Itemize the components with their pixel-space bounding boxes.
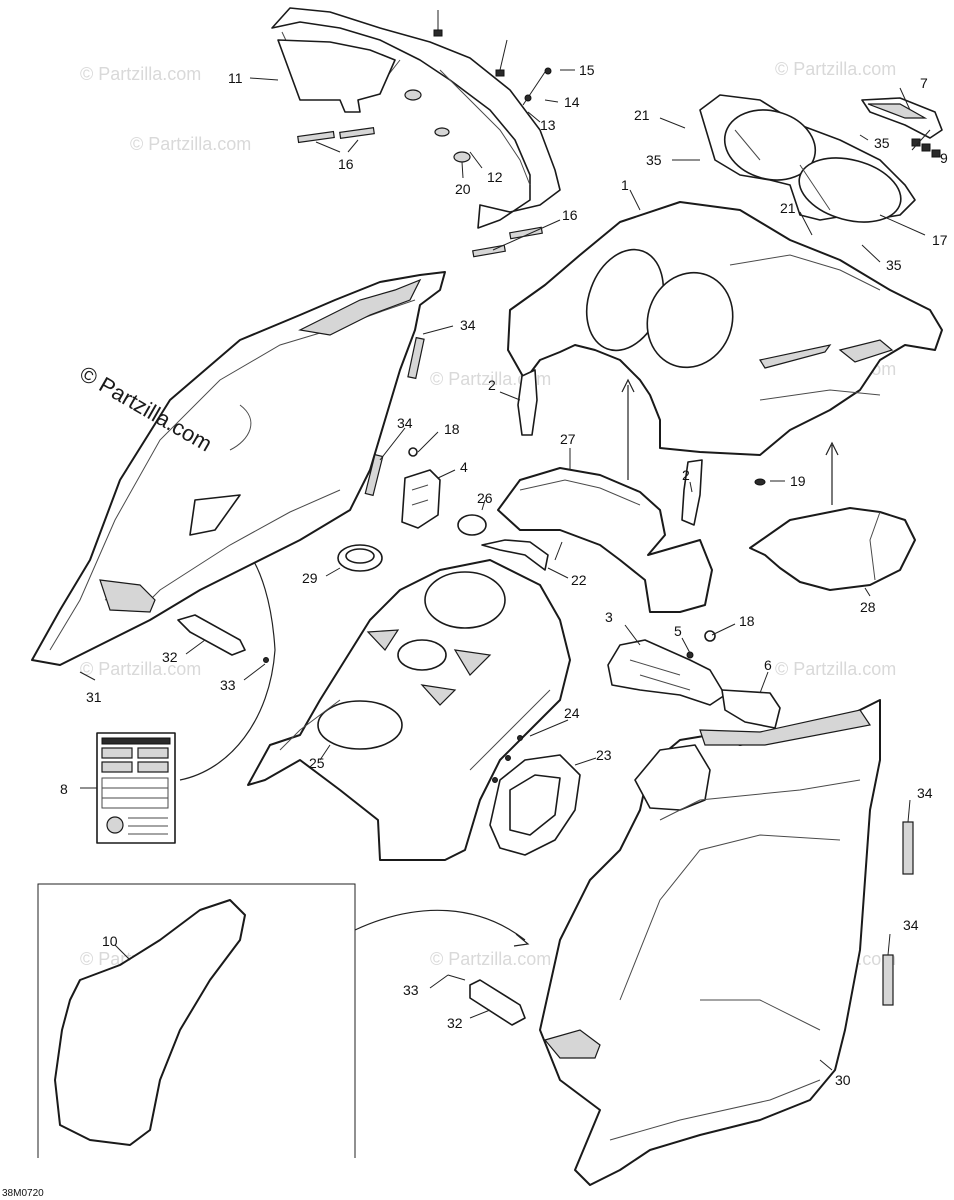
watermark: © Partzilla.com [430, 949, 551, 969]
callout-labels: 11 15 14 13 12 20 16 16 21 35 7 35 9 21 … [60, 62, 948, 1088]
hardware-cluster-top [404, 10, 552, 163]
part-7-trim-piece [861, 97, 943, 139]
part-31-left-panel [31, 271, 446, 666]
part-1-dashboard-console [507, 201, 943, 456]
part-24-fasteners [492, 735, 523, 783]
watermark: © Partzilla.com [80, 64, 201, 84]
part-27-cover [497, 467, 713, 613]
callout-24: 24 [564, 705, 580, 721]
part-18-washer [408, 447, 716, 642]
part-29-ring [337, 544, 383, 572]
callout-5: 5 [674, 623, 682, 639]
callout-20: 20 [455, 181, 471, 197]
part-17-gauge-bracket [699, 94, 916, 223]
part-34-strip-c [902, 821, 914, 875]
callout-21: 21 [634, 107, 650, 123]
callout-21: 21 [780, 200, 796, 216]
callout-14: 14 [564, 94, 580, 110]
explode-arrows [179, 378, 839, 947]
part-11-visor-frame [271, 7, 561, 229]
part-10-decal [54, 899, 246, 1146]
callout-32: 32 [447, 1015, 463, 1031]
callout-16: 16 [338, 156, 354, 172]
part-2-bracket-upper [517, 369, 538, 436]
part-16-strips [297, 126, 543, 258]
part-19-nut [754, 478, 766, 486]
callout-35: 35 [874, 135, 890, 151]
callout-10: 10 [102, 933, 118, 949]
watermark: © Partzilla.com [775, 659, 896, 679]
callout-17: 17 [932, 232, 948, 248]
callout-16: 16 [562, 207, 578, 223]
part-33-screw-right [447, 974, 466, 981]
figure-code: 38M0720 [2, 1188, 44, 1199]
callout-27: 27 [560, 431, 576, 447]
callout-9: 9 [940, 150, 948, 166]
callout-26: 26 [477, 490, 493, 506]
part-2-bracket-lower [681, 459, 703, 526]
callout-7: 7 [920, 75, 928, 91]
callout-2: 2 [682, 467, 690, 483]
callout-19: 19 [790, 473, 806, 489]
callout-32: 32 [162, 649, 178, 665]
callout-13: 13 [540, 117, 556, 133]
callout-33: 33 [220, 677, 236, 693]
callout-15: 15 [579, 62, 595, 78]
callout-34: 34 [397, 415, 413, 431]
callout-1: 1 [621, 177, 629, 193]
callout-33: 33 [403, 982, 419, 998]
part-6-plate [721, 689, 781, 729]
part-34-strip-b [364, 453, 384, 497]
part-30-right-panel [539, 699, 881, 1186]
watermark: © Partzilla.com [130, 134, 251, 154]
part-22-trim [481, 539, 549, 571]
callout-35: 35 [646, 152, 662, 168]
part-3-bracket [607, 639, 726, 706]
callout-22: 22 [571, 572, 587, 588]
part-25-tank-cover [247, 559, 571, 861]
callout-12: 12 [487, 169, 503, 185]
callout-4: 4 [460, 459, 468, 475]
part-8-warning-label [96, 732, 176, 844]
callout-34: 34 [903, 917, 919, 933]
part-4-bracket [401, 469, 441, 529]
part-9-clips [911, 138, 941, 158]
callout-28: 28 [860, 599, 876, 615]
callout-31: 31 [86, 689, 102, 705]
callout-2: 2 [488, 377, 496, 393]
part-32-handle-left [177, 614, 246, 656]
callout-11: 11 [228, 70, 243, 86]
callout-18: 18 [444, 421, 460, 437]
inset-box [37, 883, 356, 1158]
callout-34: 34 [460, 317, 476, 333]
watermark: © Partzilla.com [80, 659, 201, 679]
part-34-strip-a [407, 336, 425, 380]
callout-18: 18 [739, 613, 755, 629]
callout-3: 3 [605, 609, 613, 625]
part-32-handle-right [469, 979, 526, 1026]
part-28-cushion [749, 507, 916, 591]
callout-29: 29 [302, 570, 318, 586]
part-23-duct [489, 754, 581, 856]
leader-lines [79, 69, 931, 1071]
callout-34: 34 [917, 785, 933, 801]
callout-23: 23 [596, 747, 612, 763]
callout-6: 6 [764, 657, 772, 673]
part-33-screw-left [263, 657, 269, 663]
part-34-strip-d [882, 954, 894, 1006]
callout-35: 35 [886, 257, 902, 273]
callout-25: 25 [309, 755, 325, 771]
callout-8: 8 [60, 781, 68, 797]
part-26-cap [457, 514, 487, 536]
watermark: © Partzilla.com [775, 59, 896, 79]
callout-30: 30 [835, 1072, 851, 1088]
